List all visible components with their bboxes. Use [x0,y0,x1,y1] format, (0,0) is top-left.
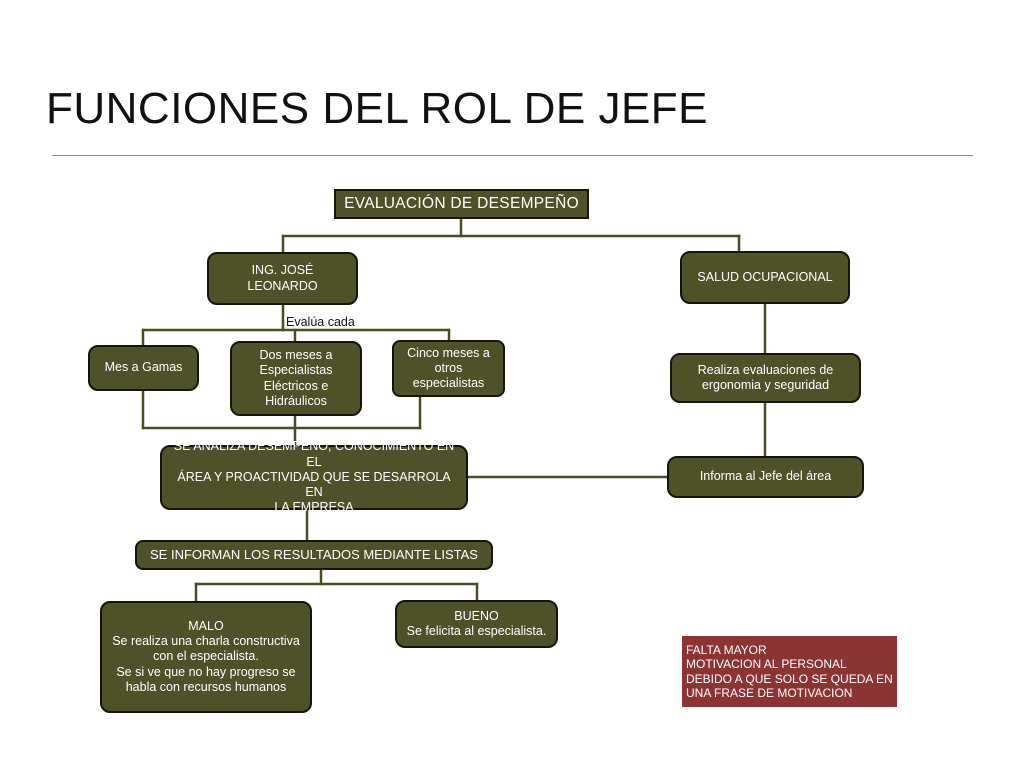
title-divider [52,155,973,156]
option-cinco-meses-box: Cinco meses a otros especialistas [392,340,505,397]
outcome-bueno-box: BUENO Se felicita al especialista. [395,600,558,648]
analysis-box: SE ANALIZA DESEMPEÑO, CONOCIMIENTO EN EL… [160,439,468,514]
outcome-malo-box: MALO Se realiza una charla constructiva … [100,601,312,713]
head-salud-ocupacional-box: SALUD OCUPACIONAL [680,251,850,304]
evalua-cada-label: Evalúa cada [286,315,355,329]
slide-title: FUNCIONES DEL ROL DE JEFE [46,84,709,133]
informa-jefe-box: Informa al Jefe del área [667,456,864,498]
ergonomia-seguridad-box: Realiza evaluaciones de ergonomia y segu… [670,353,861,403]
falta-motivacion-note: FALTA MAYOR MOTIVACION AL PERSONAL DEBID… [682,636,897,707]
root-evaluacion-box: EVALUACIÓN DE DESEMPEÑO [334,189,589,219]
option-dos-meses-box: Dos meses a Especialistas Eléctricos e H… [230,341,362,416]
results-box: SE INFORMAN LOS RESULTADOS MEDIANTE LIST… [135,540,493,570]
option-mes-a-gamas-box: Mes a Gamas [88,345,199,391]
head-jose-leonardo-box: ING. JOSÉ LEONARDO [207,252,358,305]
